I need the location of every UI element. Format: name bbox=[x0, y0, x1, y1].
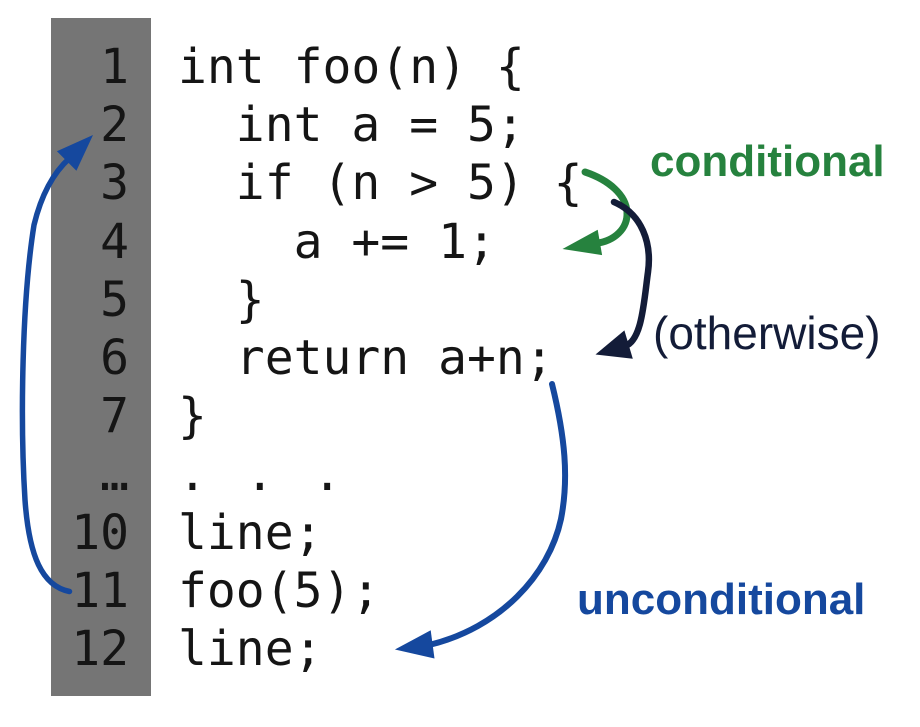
arrowhead bbox=[595, 330, 633, 359]
arrow-shaft bbox=[581, 168, 631, 247]
code-text: int foo(n) { bbox=[178, 39, 525, 95]
code-text: return a+n; bbox=[178, 329, 554, 386]
code-text: } bbox=[178, 271, 265, 328]
code-text: line; bbox=[178, 504, 323, 561]
code-text: line; bbox=[178, 620, 323, 677]
code-line: 10 line; bbox=[0, 504, 583, 562]
code-text: a += 1; bbox=[178, 213, 496, 270]
code-text: . . . bbox=[178, 446, 347, 503]
line-number: 7 bbox=[100, 388, 129, 445]
label-otherwise: (otherwise) bbox=[653, 307, 881, 359]
code-line: 12 line; bbox=[0, 620, 583, 678]
line-number: 5 bbox=[100, 271, 129, 328]
arrow-shaft bbox=[610, 198, 653, 350]
code-line: 1 int foo(n) { bbox=[0, 38, 583, 96]
code-line: 11 foo(5); bbox=[0, 562, 583, 620]
code-line: 7} bbox=[0, 387, 583, 445]
code-line: 2 int a = 5; bbox=[0, 96, 583, 154]
line-number: 6 bbox=[100, 329, 129, 386]
label-unconditional: unconditional bbox=[577, 575, 866, 624]
line-number: 12 bbox=[71, 620, 129, 677]
line-number: 2 bbox=[100, 97, 129, 154]
code-listing: 1 int foo(n) { 2 int a = 5; 3 if (n > 5) … bbox=[0, 38, 583, 678]
line-number: 4 bbox=[100, 213, 129, 270]
label-conditional: conditional bbox=[650, 137, 885, 186]
code-text: foo(5); bbox=[178, 562, 381, 619]
code-text: } bbox=[178, 388, 207, 445]
code-line: 3 if (n > 5) { bbox=[0, 154, 583, 212]
code-line: 6 return a+n; bbox=[0, 329, 583, 387]
code-line: 5 } bbox=[0, 271, 583, 329]
arrow-otherwise-branch bbox=[595, 198, 653, 359]
line-number: 11 bbox=[71, 562, 129, 619]
code-text: int a = 5; bbox=[178, 97, 525, 154]
code-line: … . . . bbox=[0, 445, 583, 503]
code-line: 4 a += 1; bbox=[0, 213, 583, 271]
line-number: … bbox=[100, 446, 129, 503]
code-text: if (n > 5) { bbox=[178, 155, 583, 212]
line-number: 10 bbox=[71, 504, 129, 561]
line-number: 1 bbox=[100, 39, 129, 95]
line-number: 3 bbox=[100, 155, 129, 212]
